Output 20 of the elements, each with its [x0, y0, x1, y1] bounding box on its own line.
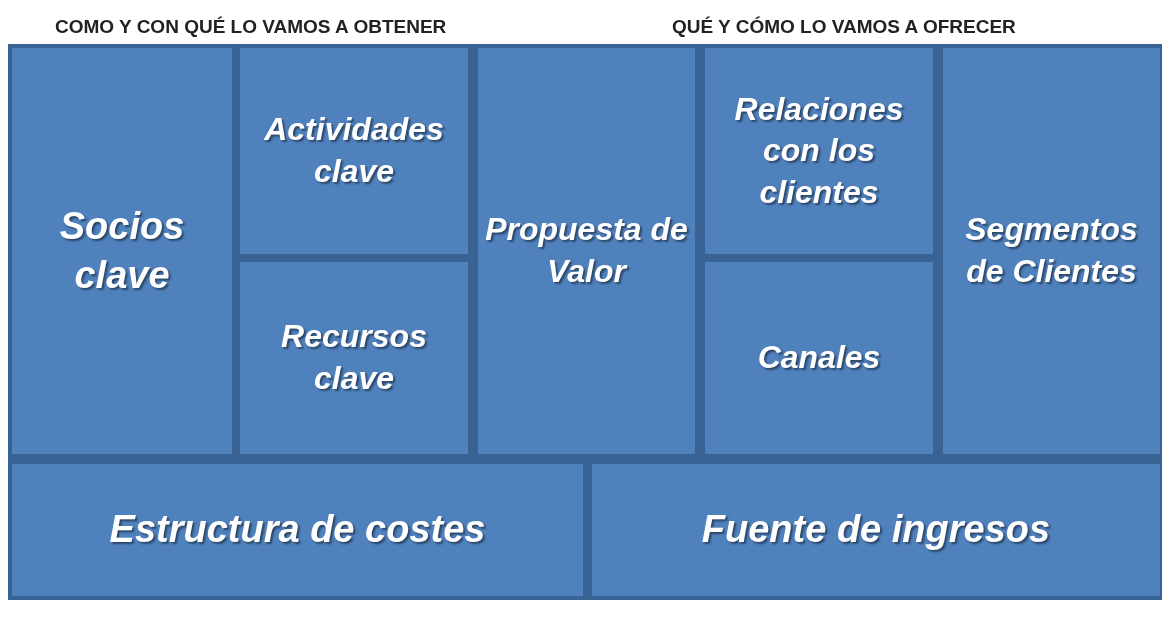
canvas-block	[12, 48, 232, 454]
block-title: Relaciones con los clientes	[733, 89, 905, 212]
block-title: Canales	[757, 338, 881, 378]
canvas-block	[592, 464, 1160, 596]
canvas-block	[705, 48, 933, 254]
block-title: Segmentos de Clientes	[964, 210, 1139, 291]
block-title: Propuesta de Valor	[484, 210, 689, 291]
section-heading: QUÉ Y CÓMO LO VAMOS A OFRECER	[672, 16, 1016, 38]
canvas-block	[478, 48, 695, 454]
canvas-block	[240, 262, 468, 454]
section-heading: COMO Y CON QUÉ LO VAMOS A OBTENER	[55, 16, 447, 38]
canvas-block	[705, 262, 933, 454]
block-title: Recursos clave	[280, 317, 428, 398]
block-title: Fuente de ingresos	[701, 507, 1051, 553]
canvas-block	[240, 48, 468, 254]
canvas-block	[943, 48, 1160, 454]
block-title: Socios clave	[58, 203, 186, 298]
block-title: Actividades clave	[263, 110, 445, 191]
block-title: Estructura de costes	[109, 507, 486, 553]
canvas-block	[12, 464, 583, 596]
